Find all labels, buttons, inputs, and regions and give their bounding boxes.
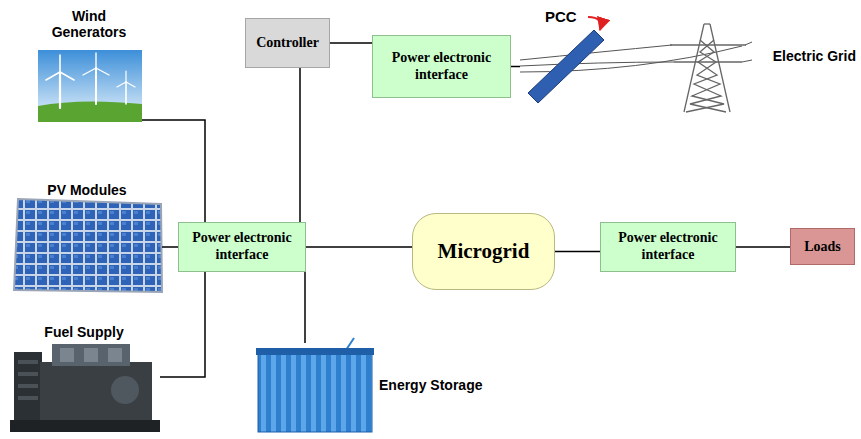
node-label: Fuel Supply xyxy=(14,324,154,340)
connector-line xyxy=(162,246,178,248)
loads-box: Loads xyxy=(790,228,855,265)
connector-line xyxy=(299,68,301,222)
node-label: Wind Generators xyxy=(43,8,135,40)
connector-line xyxy=(142,120,205,222)
node-label: Microgrid xyxy=(434,239,534,264)
connector-line xyxy=(304,272,306,343)
connector-line xyxy=(306,246,412,248)
interface-box: Power electronic interface xyxy=(178,222,306,272)
fuel-supply-image: Fuel Supply xyxy=(8,325,160,433)
controller-box: Controller xyxy=(245,18,330,68)
node-label: Electric Grid xyxy=(773,48,856,64)
node-label: Controller xyxy=(252,35,323,51)
pcc-pointer xyxy=(588,17,601,30)
node-label: Power electronic interface xyxy=(601,230,735,264)
node-label: Power electronic interface xyxy=(179,230,305,264)
generator-picture xyxy=(10,344,160,432)
interface-box: Power electronic interface xyxy=(372,35,511,98)
connector-line xyxy=(736,246,790,248)
wind-generator-image: Wind Generators xyxy=(35,8,142,125)
node-label: Power electronic interface xyxy=(373,50,510,84)
node-label: Energy Storage xyxy=(379,377,482,393)
node-label: Loads xyxy=(800,239,845,255)
storage-image: Energy Storage xyxy=(255,343,492,435)
connector-line xyxy=(511,66,520,68)
grid-image: Electric Grid xyxy=(520,28,858,110)
connector-line xyxy=(160,272,205,377)
connector-line xyxy=(330,42,372,44)
grid-picture xyxy=(520,24,752,112)
node-label: PV Modules xyxy=(17,182,157,198)
microgrid-box: Microgrid xyxy=(412,213,555,290)
pv-module-image: PV Modules xyxy=(12,183,162,295)
connector-line xyxy=(555,251,600,253)
interface-box: Power electronic interface xyxy=(600,222,736,272)
pcc-label: PCC xyxy=(545,8,577,25)
wind-picture xyxy=(38,50,142,122)
storage-picture xyxy=(256,338,374,432)
pv-panel-picture xyxy=(14,199,162,292)
